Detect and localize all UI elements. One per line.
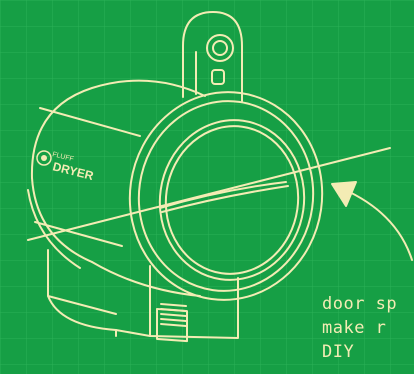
- annotation-line-1: door sp: [322, 292, 414, 316]
- annotation-line-3: DIY: [322, 340, 414, 364]
- annotation-note: door sp make r DIY: [322, 292, 414, 364]
- annotation-line-2: make r: [322, 316, 414, 340]
